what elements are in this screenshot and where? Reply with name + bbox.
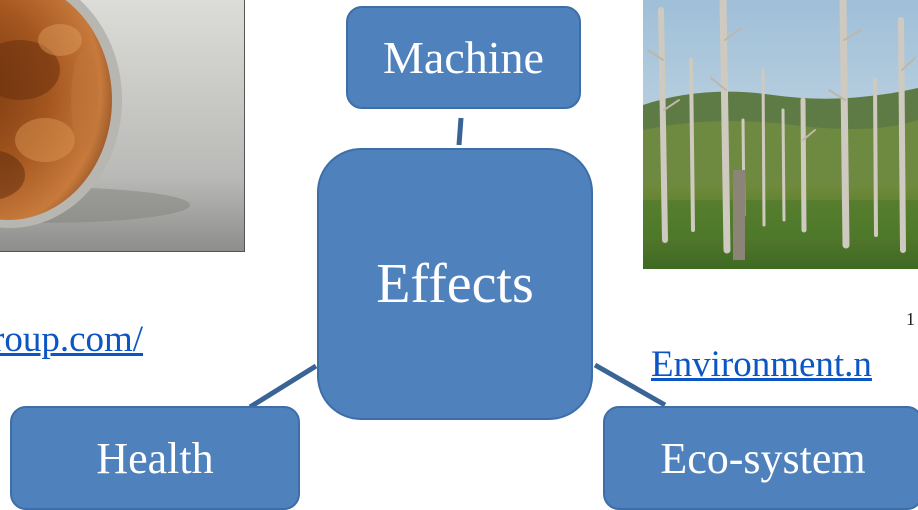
node-eco-system: Eco-system — [603, 406, 918, 510]
node-effects-label: Effects — [376, 253, 534, 315]
connector-eco — [593, 362, 667, 408]
node-effects-center: Effects — [317, 148, 593, 420]
source-link-left[interactable]: roup.com/ — [0, 319, 144, 360]
node-health: Health — [10, 406, 300, 510]
corroded-pipe-photo — [0, 0, 245, 252]
edge-text-fragment: 1 — [906, 309, 915, 329]
node-machine: Machine — [346, 6, 581, 109]
connector-machine — [456, 117, 464, 146]
dead-forest-photo — [643, 0, 918, 269]
node-health-label: Health — [96, 433, 214, 483]
node-machine-label: Machine — [383, 32, 544, 83]
source-link-right[interactable]: Environment.n — [651, 344, 872, 385]
connector-health — [248, 363, 318, 410]
node-eco-system-label: Eco-system — [660, 433, 866, 483]
